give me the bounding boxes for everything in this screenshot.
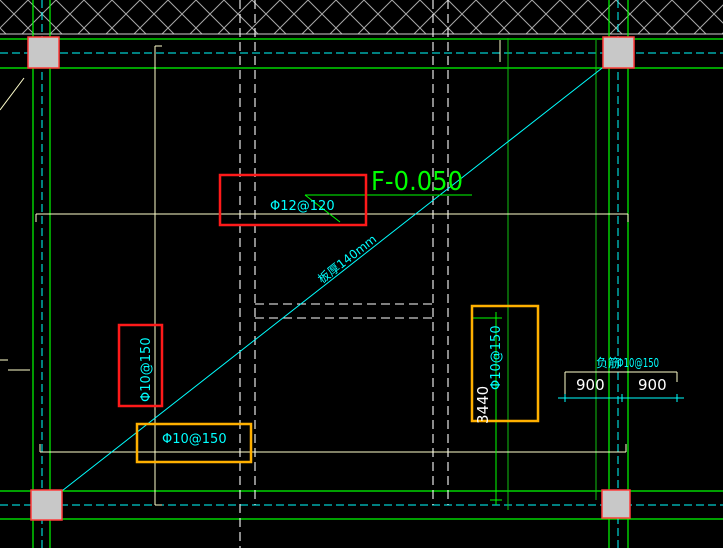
support-extent-right: 900 [638,376,667,394]
bottom-rebar-annotation: Φ10@150 [135,422,253,464]
support-rebar-annotation: 负筋 Φ10@150 900 900 [558,355,684,402]
orange-highlight-box-bottom [135,422,253,464]
elevation-annotation: F-0.050 [304,167,472,223]
support-extent-left: 900 [576,376,605,394]
column-top-right [602,36,635,69]
top-rebar-text: Φ12@120 [270,199,335,214]
column-bottom-left [30,489,63,521]
right-rebar-annotation: Φ10@150 3440 [470,304,540,505]
column-top-left [27,36,60,69]
left-edge-marks [0,77,30,371]
support-rebar-text: Φ10@150 [617,356,659,370]
orange-highlight-box-right [470,304,540,423]
left-rebar-annotation: Φ10@150 [117,323,164,408]
right-rebar-text: Φ10@150 [489,325,504,390]
slab-diagonal-line [43,53,621,506]
column-bottom-right [601,489,631,519]
left-rebar-text: Φ10@150 [139,337,154,402]
red-highlight-box-top [218,173,368,227]
top-wall-hatch [0,0,723,35]
top-rebar-annotation: Φ12@120 [218,173,368,227]
secondary-green-lines [507,38,597,510]
beam-dashed-lines [239,0,449,548]
elevation-text: F-0.050 [371,167,463,197]
bottom-rebar-text: Φ10@150 [162,432,227,447]
span-dimension-text: 3440 [474,386,492,424]
support-rebar-prefix: 负筋 [596,355,620,370]
red-highlight-box-left [117,323,164,408]
